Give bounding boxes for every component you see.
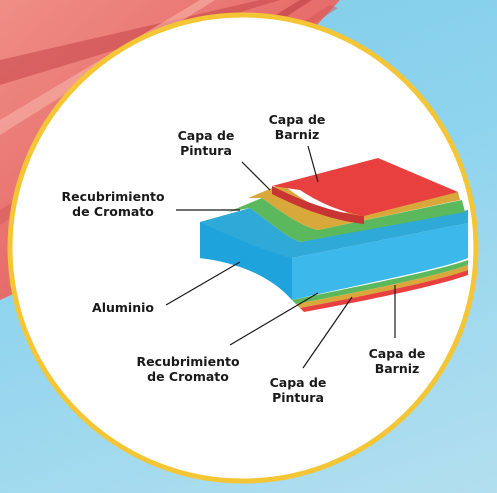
leader-pintura-top [241, 161, 271, 191]
pintura-underside [296, 265, 468, 308]
leader-pintura-bottom [302, 296, 353, 369]
aluminio-top-face [200, 208, 468, 258]
leader-aluminio [165, 261, 241, 306]
barniz-edge [272, 186, 364, 224]
label-aluminio: Aluminio [92, 300, 154, 315]
leader-barniz-top [307, 145, 319, 183]
layer-stack [200, 158, 468, 312]
leader-cromato-bottom [229, 292, 319, 346]
barniz-underside [300, 270, 468, 312]
cromato-layer [228, 198, 465, 242]
leader-lines [165, 145, 396, 369]
aluminio-cut-face [200, 222, 292, 300]
pintura-layer [248, 184, 460, 230]
barniz-top-face [272, 158, 458, 216]
cromato-underside [292, 260, 468, 304]
